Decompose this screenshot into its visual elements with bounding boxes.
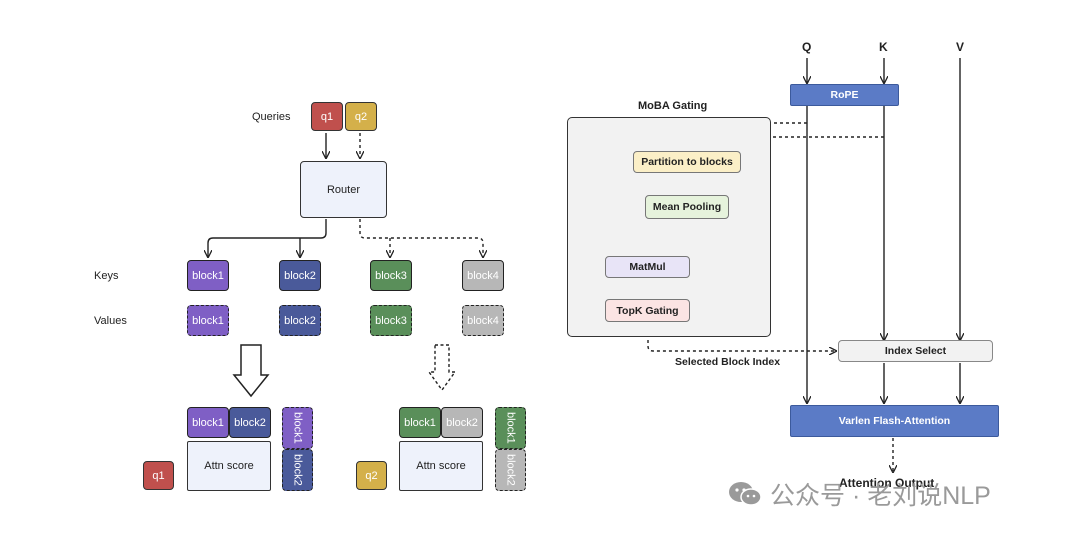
value-block4: block4 xyxy=(462,305,504,336)
arrow-router-block3 xyxy=(359,219,483,257)
key-block3: block3 xyxy=(370,260,412,291)
partition-to-blocks-box: Partition to blocks xyxy=(633,151,741,173)
wechat-icon xyxy=(729,482,762,506)
hollow-arrow-dashed xyxy=(427,344,457,392)
query-q1: q1 xyxy=(311,102,343,131)
result1-attn-score: Attn score xyxy=(187,441,271,491)
query-q2: q2 xyxy=(345,102,377,131)
values-label: Values xyxy=(94,315,127,327)
matmul-box: MatMul xyxy=(605,256,690,278)
mean-pooling-box: Mean Pooling xyxy=(645,195,729,219)
value-block2: block2 xyxy=(279,305,321,336)
result2-attn-score: Attn score xyxy=(399,441,483,491)
arrow-topk-index xyxy=(647,322,836,351)
keys-label: Keys xyxy=(94,270,119,282)
watermark: 公众号 · 老刘说NLP xyxy=(728,476,991,512)
rope-box: RoPE xyxy=(790,84,899,106)
result1-key-block1: block1 xyxy=(187,407,229,438)
result2-query-q2: q2 xyxy=(356,461,387,490)
value-block1: block1 xyxy=(187,305,229,336)
router-box: Router xyxy=(300,161,387,218)
key-block2: block2 xyxy=(279,260,321,291)
value-block3: block3 xyxy=(370,305,412,336)
key-block1: block1 xyxy=(187,260,229,291)
selected-block-index-label: Selected Block Index xyxy=(675,356,781,368)
topk-gating-box: TopK Gating xyxy=(605,299,690,322)
hollow-arrow-solid xyxy=(232,344,270,398)
key-block4: block4 xyxy=(462,260,504,291)
index-select-box: Index Select xyxy=(838,340,993,362)
queries-label: Queries xyxy=(252,111,291,123)
result1-value-block2: block2 xyxy=(282,449,313,491)
moba-gating-title: MoBA Gating xyxy=(638,100,708,112)
result1-value-block1: block1 xyxy=(282,407,313,449)
result2-value-block2: block2 xyxy=(495,449,526,491)
input-k: K xyxy=(879,40,888,54)
varlen-flash-attention-box: Varlen Flash-Attention xyxy=(790,405,999,437)
arrow-router-block1 xyxy=(208,219,327,257)
result1-query-q1: q1 xyxy=(143,461,174,490)
input-v: V xyxy=(956,40,965,54)
result1-key-block2: block2 xyxy=(229,407,271,438)
result2-value-block1: block1 xyxy=(495,407,526,449)
watermark-text: 公众号 · 老刘说NLP xyxy=(770,482,991,510)
attention-output-label: Attention Output xyxy=(839,476,935,490)
input-q: Q xyxy=(802,40,812,54)
result2-key-block2: block2 xyxy=(441,407,483,438)
result2-key-block1: block1 xyxy=(399,407,441,438)
